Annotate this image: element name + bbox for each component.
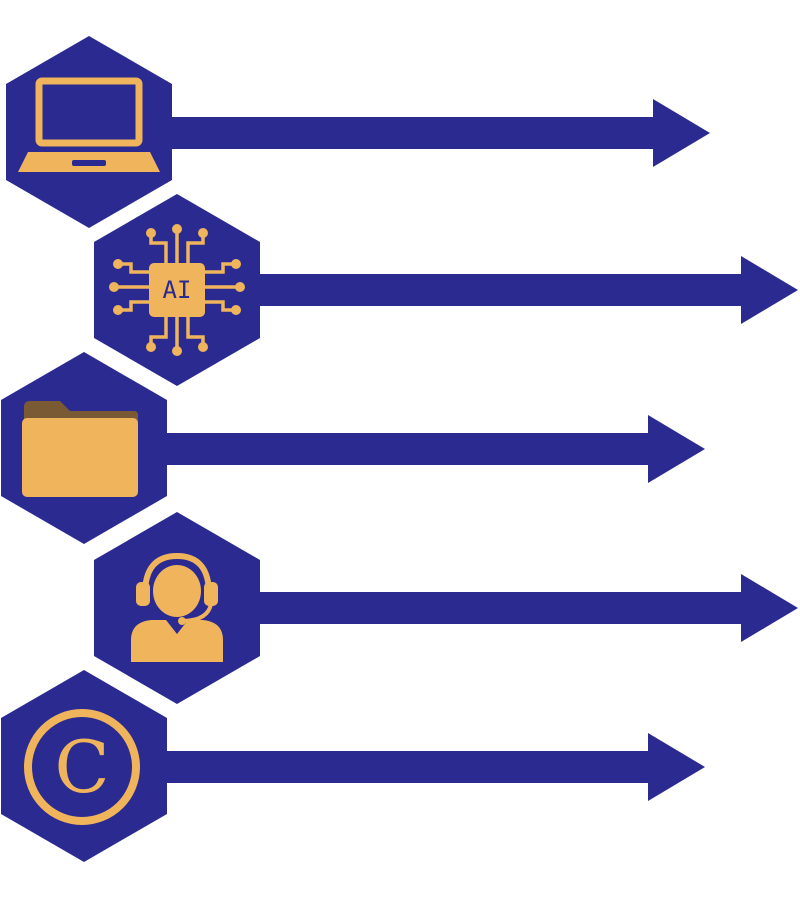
ai-chip-label: AI (163, 276, 192, 304)
arrow-4-shaft (230, 592, 750, 624)
arrow-2-shaft (230, 274, 750, 306)
arrow-1-shaft (140, 117, 660, 149)
copyright-letter: C (54, 725, 109, 809)
row-copyright: C (1, 670, 705, 862)
arrow-5-head (648, 733, 705, 801)
arrow-3-head (648, 415, 705, 483)
folder-icon (22, 401, 138, 497)
arrow-5 (135, 733, 705, 801)
row-support (94, 512, 798, 704)
arrow-3 (135, 415, 705, 483)
ai-chip-icon (109, 224, 245, 356)
arrow-4-head (741, 574, 798, 642)
arrow-1 (140, 99, 710, 167)
support-agent-icon (131, 552, 223, 662)
hexagon-1 (6, 36, 172, 228)
arrow-2 (230, 256, 798, 324)
arrow-5-shaft (135, 751, 655, 783)
row-folder (1, 352, 705, 544)
laptop-icon (18, 77, 160, 172)
arrow-2-head (741, 256, 798, 324)
row-laptop (6, 36, 710, 228)
hexagon-5 (1, 670, 167, 862)
arrow-1-head (653, 99, 710, 167)
row-ai: AI (94, 194, 798, 386)
copyright-icon (24, 709, 140, 825)
arrow-4 (230, 574, 798, 642)
arrow-3-shaft (135, 433, 655, 465)
